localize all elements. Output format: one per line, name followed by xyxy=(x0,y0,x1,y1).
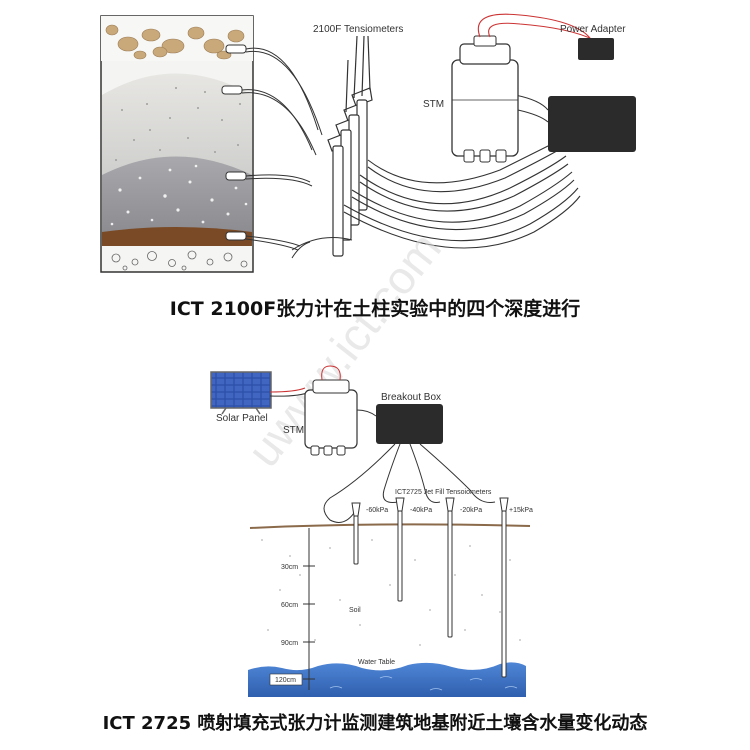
label-water-table: Water Table xyxy=(358,659,395,666)
label-stm-2: STM xyxy=(283,425,304,436)
breakout-box xyxy=(376,404,443,444)
caption-figure1: ICT 2100F张力计在土柱实验中的四个深度进行 xyxy=(169,298,581,320)
figure1-cables xyxy=(343,94,581,249)
label-2100f-tensiometers: 2100F Tensiometers xyxy=(313,24,403,35)
solar-panel xyxy=(210,371,272,415)
label-stm-1: STM xyxy=(423,99,444,110)
solar-cable xyxy=(269,387,306,393)
figure2-stm xyxy=(304,365,358,456)
figure1-datalogger-box xyxy=(548,96,636,152)
figure1-power-cable xyxy=(477,13,595,41)
figure1-stm xyxy=(451,35,519,163)
reading-60kpa: -60kPa xyxy=(366,507,388,514)
depth-30cm: 30cm xyxy=(281,564,298,571)
label-power-adapter: Power Adapter xyxy=(560,24,626,35)
figure2-tensiometers xyxy=(351,497,509,678)
figure1-soil-column xyxy=(100,15,254,273)
label-ict2725-tensiometers: ICT2725 Jet Fill Tensoiometers xyxy=(395,489,492,496)
depth-90cm: 90cm xyxy=(281,640,298,647)
label-breakout-box: Breakout Box xyxy=(381,392,441,403)
figure2-cables xyxy=(323,443,496,523)
depth-ruler xyxy=(269,528,315,690)
label-solar-panel: Solar Panel xyxy=(216,413,268,424)
depth-120cm: 120cm xyxy=(275,677,296,684)
figure1-tubes xyxy=(241,47,323,251)
reading-20kpa: -20kPa xyxy=(460,507,482,514)
reading-15kpa: +15kPa xyxy=(509,507,533,514)
figure1-tensiometers xyxy=(291,35,373,259)
reading-40kpa: -40kPa xyxy=(410,507,432,514)
caption-figure2: ICT 2725 喷射填充式张力计监测建筑地基附近土壤含水量变化动态 xyxy=(102,713,648,734)
depth-60cm: 60cm xyxy=(281,602,298,609)
power-adapter-box xyxy=(578,38,614,60)
label-soil: Soil xyxy=(349,607,361,614)
ground-soil xyxy=(249,523,531,646)
water-table xyxy=(248,662,526,697)
